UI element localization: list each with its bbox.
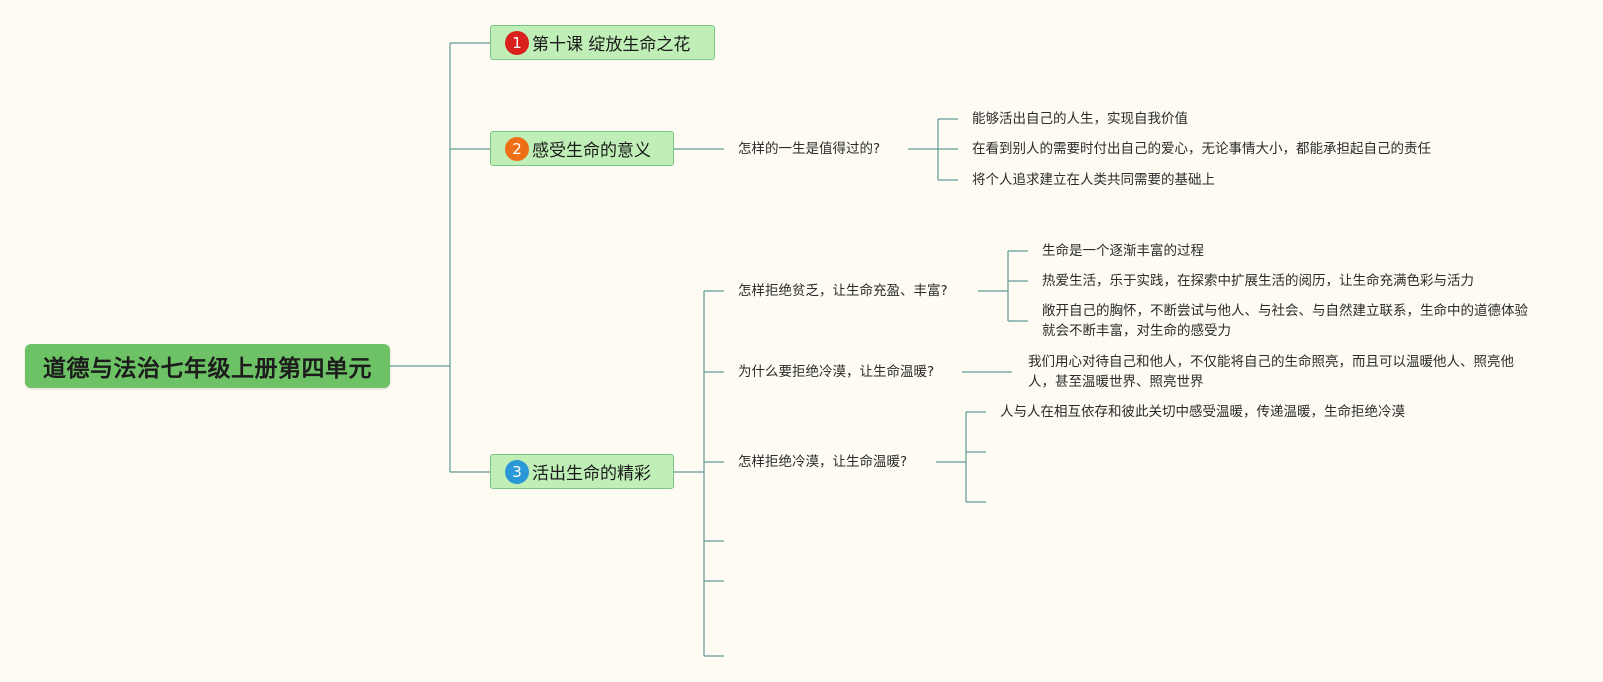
connector-q3-answers	[936, 411, 986, 503]
topic-feel-life-meaning[interactable]: 2 感受生命的意义	[490, 131, 674, 166]
splendid-q1-answer-2[interactable]: 热爱生活，乐于实践，在探索中扩展生活的阅历，让生命充满色彩与活力	[1042, 273, 1474, 289]
splendid-q2-answer[interactable]: 我们用心对待自己和他人，不仅能将自己的生命照亮，而且可以温暖他人、照亮他人，甚至…	[1028, 354, 1514, 390]
badge-1-icon: 1	[505, 30, 529, 55]
root-topic[interactable]: 道德与法治七年级上册第四单元	[25, 344, 390, 388]
topic-label: 活出生命的精彩	[532, 464, 651, 484]
splendid-q1-answer-3[interactable]: 敞开自己的胸怀，不断尝试与他人、与社会、与自然建立联系，生命中的道德体验就会不断…	[1042, 303, 1528, 339]
topic-lesson-10[interactable]: 1 第十课 绽放生命之花	[490, 25, 715, 60]
meaning-answer-1[interactable]: 能够活出自己的人生，实现自我价值	[972, 111, 1188, 127]
connector-splendid-empty	[704, 540, 724, 657]
splendid-q1-answer-1[interactable]: 生命是一个逐渐丰富的过程	[1042, 243, 1204, 259]
topic-label: 感受生命的意义	[532, 141, 651, 161]
badge-2-icon: 2	[505, 136, 529, 161]
splendid-q3-answer-1[interactable]: 人与人在相互依存和彼此关切中感受温暖，传递温暖，生命拒绝冷漠	[1000, 404, 1405, 420]
topic-live-splendid-life[interactable]: 3 活出生命的精彩	[490, 454, 674, 489]
splendid-question-2[interactable]: 为什么要拒绝冷漠，让生命温暖?	[738, 364, 935, 380]
connector-meaning-answers	[908, 118, 958, 181]
meaning-question[interactable]: 怎样的一生是值得过的?	[738, 141, 881, 157]
topic-label: 第十课 绽放生命之花	[532, 35, 691, 55]
badge-3-icon: 3	[505, 459, 529, 484]
meaning-answer-2[interactable]: 在看到别人的需要时付出自己的爱心，无论事情大小，都能承担起自己的责任	[972, 141, 1431, 157]
splendid-question-1[interactable]: 怎样拒绝贫乏，让生命充盈、丰富?	[738, 283, 948, 299]
connector-q1-answers	[978, 250, 1028, 322]
splendid-question-3[interactable]: 怎样拒绝冷漠，让生命温暖?	[738, 454, 908, 470]
meaning-answer-3[interactable]: 将个人追求建立在人类共同需要的基础上	[972, 172, 1215, 188]
